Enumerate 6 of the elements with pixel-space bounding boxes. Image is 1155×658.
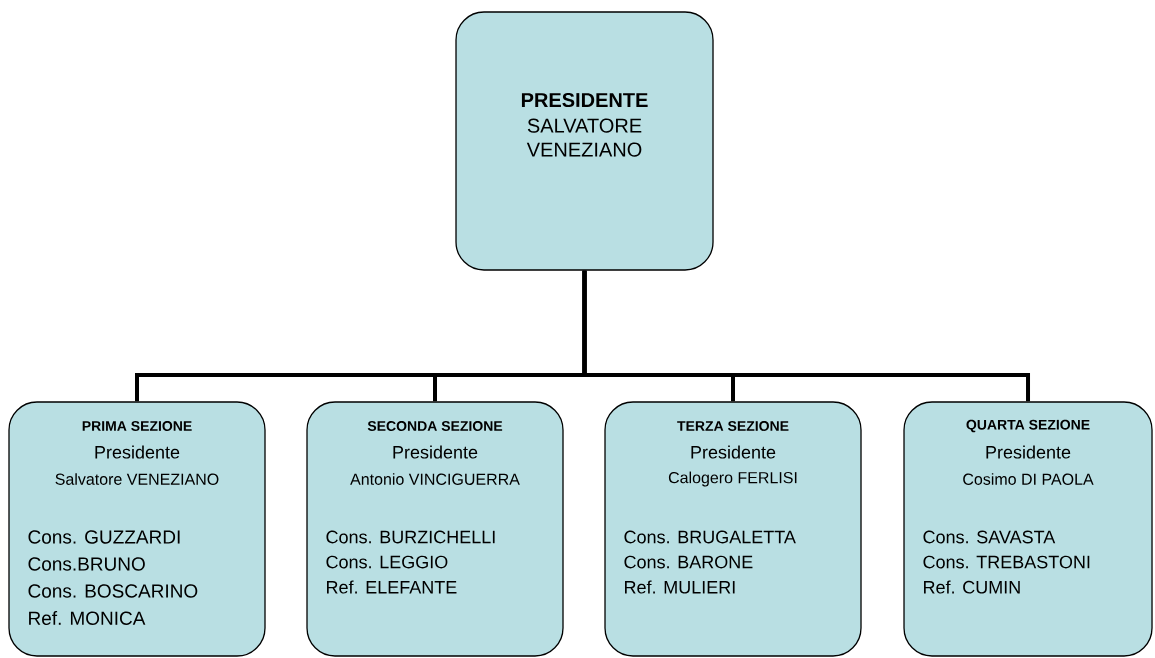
- org-box: TERZA SEZIONE Presidente Calogero FERLISI Cons. BRUGALETTA Cons. BARONE Ref. MULIERI: [604, 401, 862, 657]
- org-box: SECONDA SEZIONE Presidente Antonio VINCIGUERRA Cons. BURZICHELLI Cons. LEGGIO Ref. ELEFANTE: [306, 401, 564, 657]
- org-box: PRESIDENTE SALVATORE VENEZIANO: [455, 11, 714, 271]
- org-box: PRIMA SEZIONE Presidente Salvatore VENEZIANO Cons. GUZZARDI Cons.BRUNO Cons. BOSCARINO Ref. MONICA: [8, 401, 266, 657]
- org-box: QUARTA SEZIONE Presidente Cosimo DI PAOLA Cons. SAVASTA Cons. TREBASTONI Ref. CUMIN: [903, 401, 1153, 657]
- connector-line: [582, 270, 1030, 402]
